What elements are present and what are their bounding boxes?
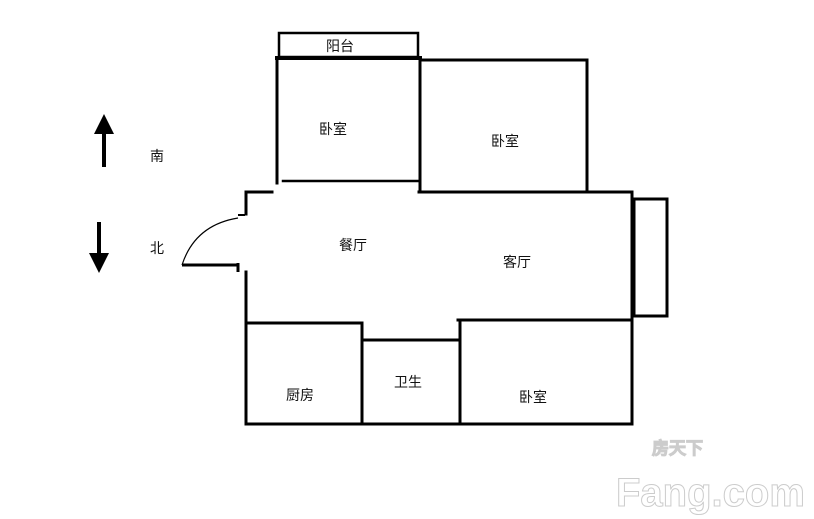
arrow-down-icon [89,222,109,273]
room-label-living: 客厅 [503,254,531,271]
fang-logo: 房天下 Fang.com [616,438,806,516]
room-label-kitchen: 厨房 [286,388,314,404]
room-label-dining: 餐厅 [339,238,367,254]
room-label-bedroom-top-left: 卧室 [319,121,347,138]
arrow-up-icon [94,114,114,167]
room-label-bathroom: 卫生 [394,375,422,391]
south-label: 南 [150,149,164,165]
room-label-bedroom-bottom: 卧室 [519,389,547,406]
logo-chinese: 房天下 [652,438,703,458]
entry-door [181,217,239,267]
room-label-bedroom-top-right: 卧室 [491,133,519,150]
north-label: 北 [150,241,164,257]
room-label-balcony: 阳台 [326,39,354,55]
walls [236,56,669,426]
logo-brand: Fang.com [616,471,805,515]
